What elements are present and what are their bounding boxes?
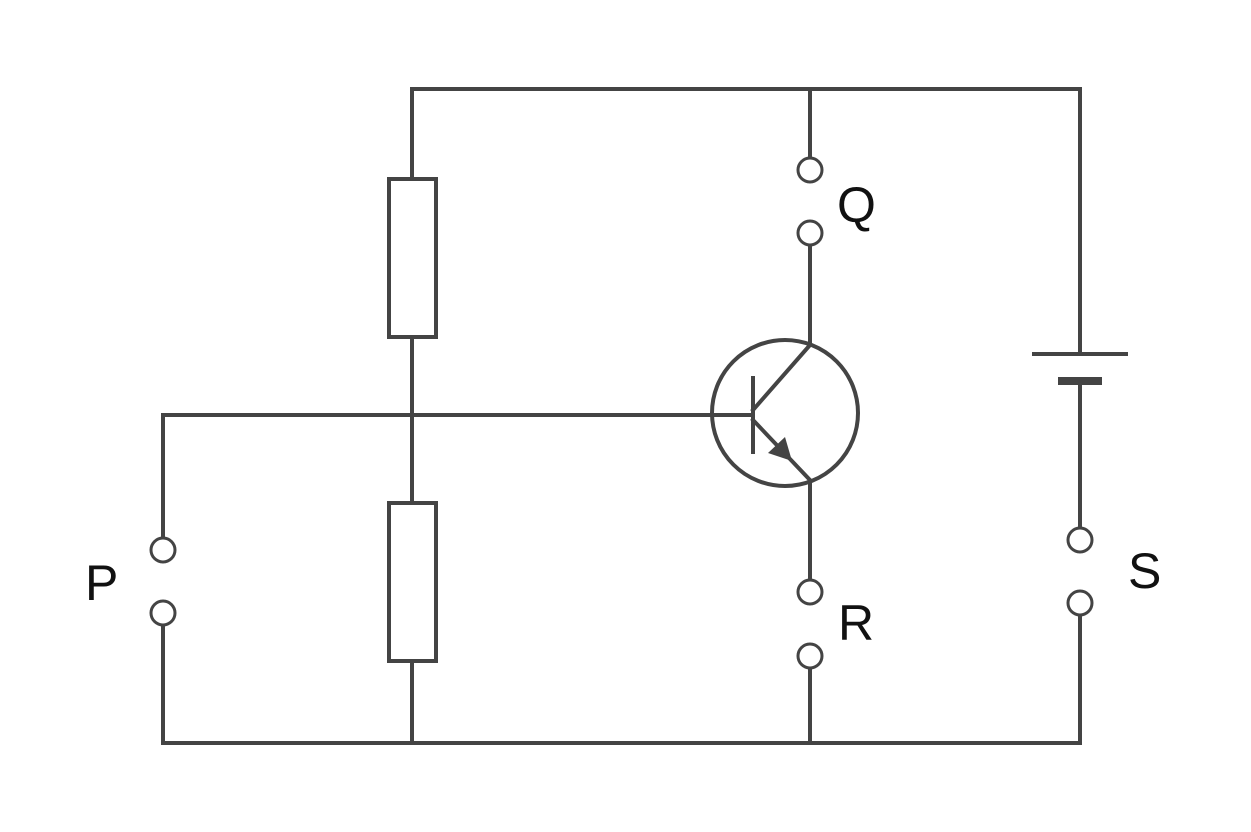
terminal-p-top[interactable] <box>149 536 177 564</box>
terminals-p <box>149 536 177 627</box>
terminal-q-top[interactable] <box>796 156 824 184</box>
terminal-p-bottom[interactable] <box>149 599 177 627</box>
wires <box>161 87 1082 745</box>
transistor <box>710 338 860 488</box>
terminal-s-top[interactable] <box>1066 526 1094 554</box>
terminal-r-top[interactable] <box>796 578 824 606</box>
terminals-s <box>1066 526 1094 617</box>
terminal-s-bottom[interactable] <box>1066 589 1094 617</box>
cell <box>1032 352 1128 385</box>
transistor-collector-lead <box>750 342 813 413</box>
terminal-r-bottom[interactable] <box>796 642 824 670</box>
label-s: S <box>1128 543 1161 599</box>
label-r: R <box>838 595 874 651</box>
label-q: Q <box>837 177 876 233</box>
terminals-q <box>796 156 824 247</box>
emitter-arrow-icon <box>768 437 792 461</box>
terminals-r <box>796 578 824 670</box>
terminal-q-bottom[interactable] <box>796 219 824 247</box>
lower-resistor <box>387 501 438 663</box>
upper-resistor <box>387 177 438 339</box>
label-p: P <box>85 555 118 611</box>
